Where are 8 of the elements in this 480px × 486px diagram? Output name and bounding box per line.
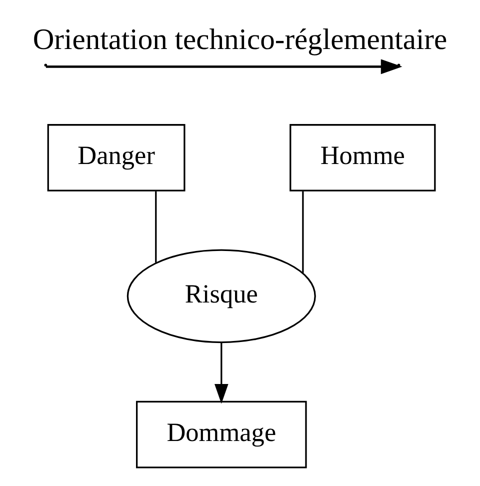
- arrow: [214, 343, 228, 404]
- node-box: Dommage: [136, 400, 307, 468]
- diagram-title: Orientation technico-réglementaire: [32, 24, 448, 56]
- node-box: Homme: [290, 124, 436, 192]
- node-ellipse: Risque: [126, 249, 316, 344]
- connector: [155, 191, 157, 262]
- node-box: Danger: [47, 124, 186, 192]
- connector: [302, 191, 304, 273]
